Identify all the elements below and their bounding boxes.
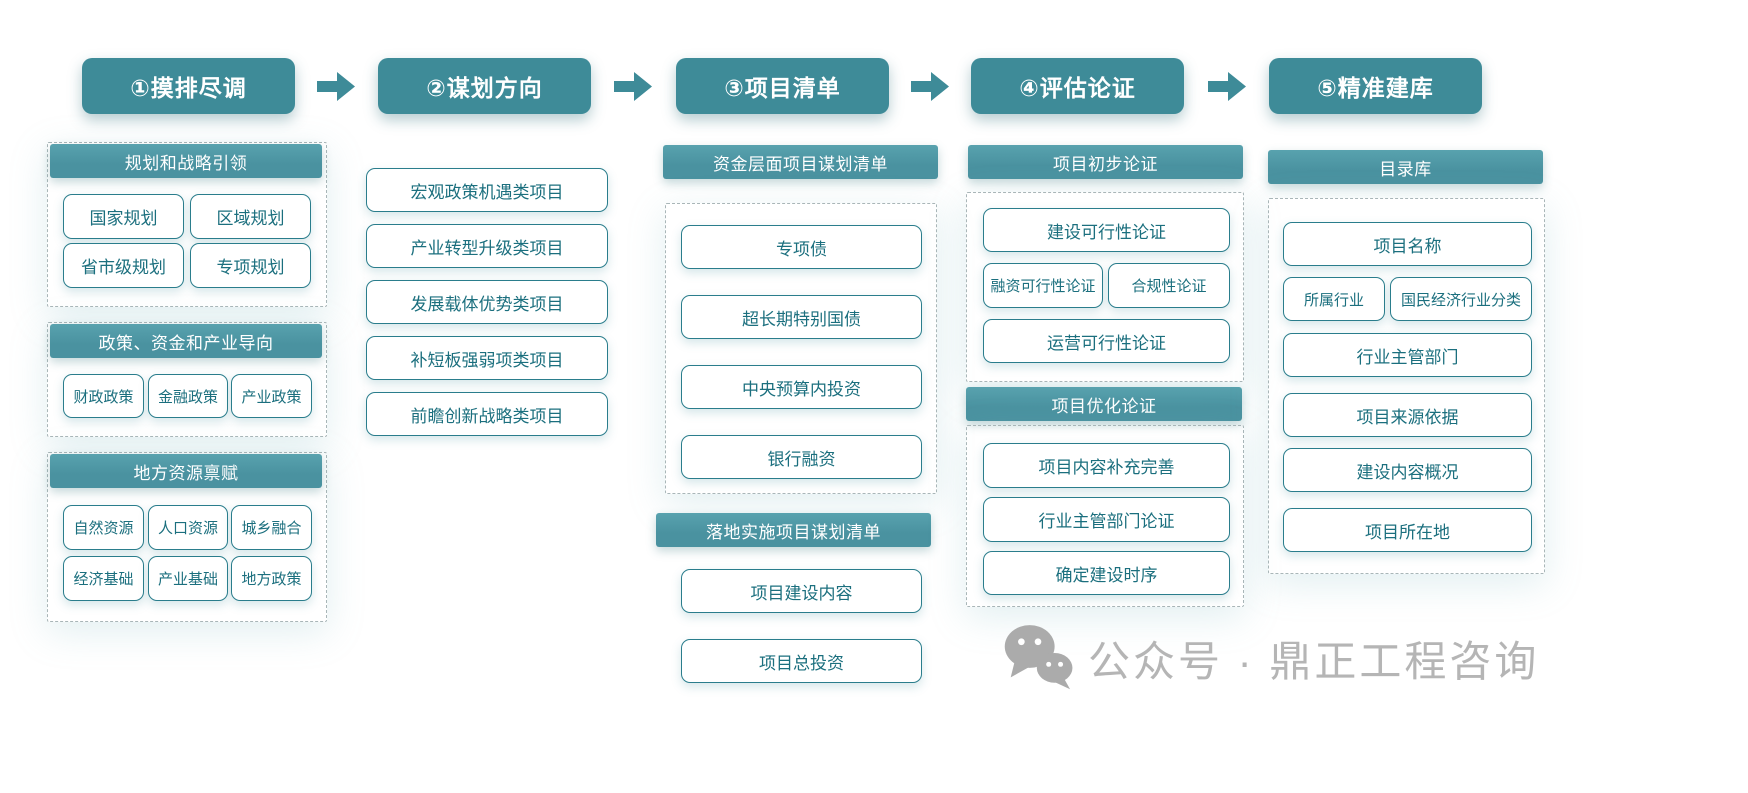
flow-item: 确定建设时序: [983, 551, 1230, 595]
group-planning-strategy: [47, 142, 327, 307]
flow-item: 经济基础: [63, 556, 144, 601]
flow-item: 行业主管部门论证: [983, 497, 1230, 542]
section-header: 规划和战略引领: [50, 144, 322, 178]
flow-arrow-icon: [614, 72, 652, 101]
group-funding-list: [665, 203, 937, 494]
section-header: 落地实施项目谋划清单: [656, 513, 931, 547]
flow-item: 项目建设内容: [681, 569, 922, 613]
section-header: 资金层面项目谋划清单: [663, 145, 938, 179]
flow-item: 银行融资: [681, 435, 922, 479]
flow-item: 财政政策: [63, 374, 144, 418]
flow-item: 产业转型升级类项目: [366, 224, 608, 268]
group-local-resources: [47, 452, 327, 622]
flow-arrow-icon: [1208, 72, 1246, 101]
section-header: 目录库: [1268, 150, 1543, 184]
flow-arrow-icon: [911, 72, 949, 101]
flow-item: 合规性论证: [1108, 263, 1230, 308]
watermark-text: 公众号 · 鼎正工程咨询: [1088, 638, 1540, 685]
group-initial-review: [966, 192, 1244, 382]
section-header: 项目初步论证: [968, 145, 1243, 179]
flow-item: 运营可行性论证: [983, 319, 1230, 363]
section-header: 政策、资金和产业导向: [50, 324, 322, 358]
flow-item: 金融政策: [148, 374, 228, 418]
flow-item: 发展载体优势类项目: [366, 280, 608, 324]
step-2-header: ②谋划方向: [378, 58, 591, 114]
flow-item: 补短板强弱项类项目: [366, 336, 608, 380]
step-4-header: ④评估论证: [971, 58, 1184, 114]
flow-item: 国家规划: [63, 194, 184, 239]
flow-item: 专项债: [681, 225, 922, 269]
step-1-header: ①摸排尽调: [82, 58, 295, 114]
step-5-header: ⑤精准建库: [1269, 58, 1482, 114]
flow-item: 项目总投资: [681, 639, 922, 683]
flow-arrow-icon: [317, 72, 355, 101]
flow-item: 宏观政策机遇类项目: [366, 168, 608, 212]
flow-item: 项目来源依据: [1283, 393, 1532, 437]
flow-item: 省市级规划: [63, 243, 184, 288]
flow-item: 项目所在地: [1283, 508, 1532, 552]
group-policy-funding: [47, 322, 327, 437]
flow-item: 行业主管部门: [1283, 333, 1532, 377]
flow-item: 自然资源: [63, 505, 144, 550]
section-header: 项目优化论证: [966, 387, 1242, 421]
flow-item: 产业政策: [231, 374, 312, 418]
flow-item: 人口资源: [148, 505, 228, 550]
flow-item: 区域规划: [190, 194, 311, 239]
flow-item: 专项规划: [190, 243, 311, 288]
flow-item: 所属行业: [1283, 277, 1385, 321]
flow-item: 建设内容概况: [1283, 448, 1532, 492]
group-optimize-review: [966, 425, 1244, 607]
flow-item: 超长期特别国债: [681, 295, 922, 339]
flow-item: 城乡融合: [231, 505, 312, 550]
flow-item: 项目内容补充完善: [983, 443, 1230, 488]
flow-item: 建设可行性论证: [983, 208, 1230, 252]
flow-item: 中央预算内投资: [681, 365, 922, 409]
section-header: 地方资源禀赋: [50, 454, 322, 488]
flow-item: 地方政策: [231, 556, 312, 601]
flow-item: 国民经济行业分类: [1390, 277, 1532, 321]
flow-item: 项目名称: [1283, 222, 1532, 266]
flow-item: 前瞻创新战略类项目: [366, 392, 608, 436]
wechat-icon: [1004, 625, 1073, 690]
step-3-header: ③项目清单: [676, 58, 889, 114]
group-catalog-library: [1268, 198, 1545, 574]
flow-item: 融资可行性论证: [983, 263, 1103, 308]
flow-item: 产业基础: [148, 556, 228, 601]
